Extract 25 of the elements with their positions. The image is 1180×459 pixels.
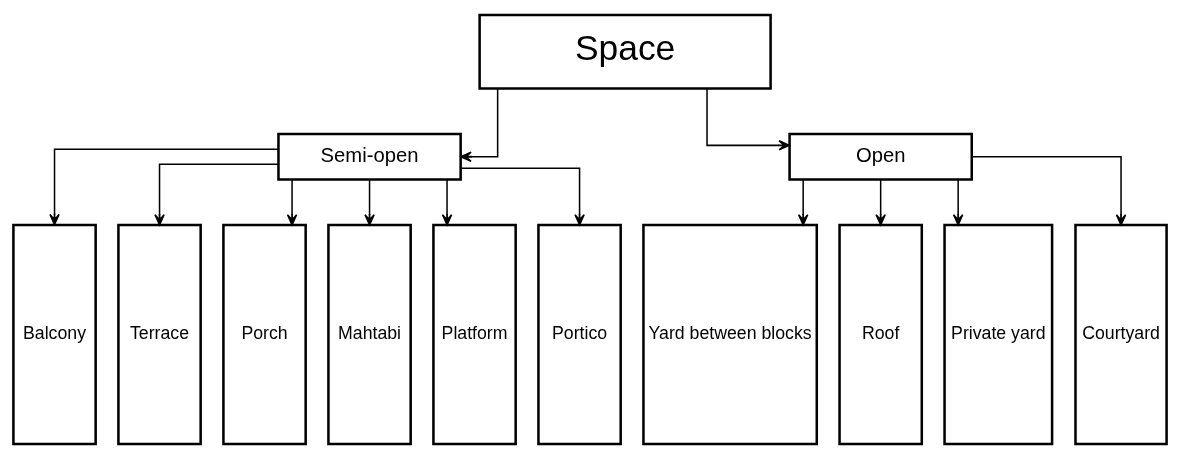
arrow (364, 178, 375, 226)
node-box: Terrace (117, 223, 202, 446)
arrow (971, 156, 1127, 226)
node-box: Courtyard (1074, 223, 1168, 446)
arrow (441, 178, 453, 226)
arrow (797, 178, 809, 226)
node-box: Portico (537, 223, 622, 446)
arrow (286, 178, 298, 226)
arrow (49, 148, 280, 226)
node-box: Platform (432, 223, 517, 446)
arrow (952, 178, 964, 226)
node-box: Yard between blocks (642, 223, 819, 446)
node-box: Roof (838, 223, 924, 446)
arrow (460, 167, 585, 226)
arrow (875, 178, 886, 226)
node-box: Porch (222, 223, 307, 446)
node-box: Open (788, 132, 973, 181)
node-box: Balcony (12, 223, 97, 446)
arrow (706, 88, 791, 151)
node-box: Space (478, 13, 772, 90)
node-box: Semi-open (277, 132, 462, 181)
node-box: Private yard (943, 223, 1054, 446)
arrow (154, 163, 279, 226)
arrow (460, 87, 499, 163)
node-box: Mahtabi (327, 223, 412, 446)
